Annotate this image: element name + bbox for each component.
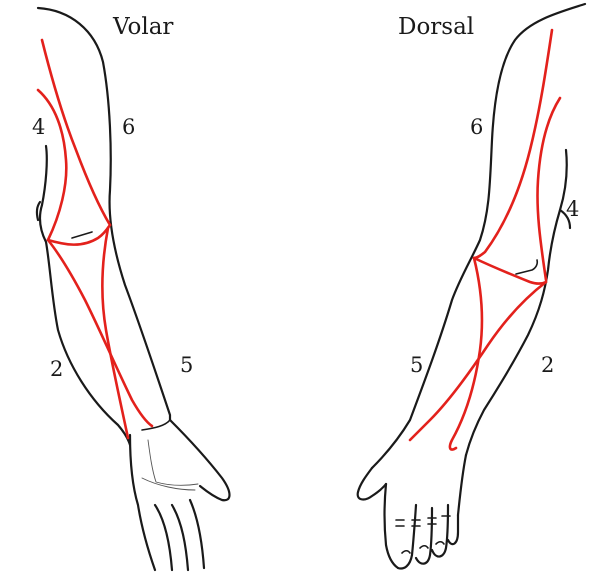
volar-boundary-upper-outer — [40, 38, 112, 227]
dorsal-view: Dorsal 6 4 5 2 — [356, 2, 587, 570]
dorsal-arm-outline — [356, 2, 587, 570]
dorsal-boundary-elbow — [472, 256, 548, 285]
dorsal-boundary-forearm-medial — [408, 280, 548, 442]
volar-outline-outer — [36, 6, 172, 422]
dorsal-hand-back — [383, 453, 468, 570]
volar-zone-6: 6 — [122, 115, 135, 139]
volar-palm-crease-2 — [147, 439, 199, 486]
volar-palm-crease-3 — [141, 477, 196, 491]
dorsal-zone-6: 6 — [470, 115, 483, 139]
volar-zone-5: 5 — [180, 353, 193, 377]
volar-title: Volar — [112, 14, 173, 40]
dorsal-outline-outer — [370, 2, 587, 470]
volar-elbow-notch — [35, 200, 42, 222]
volar-palm-crease-1 — [141, 419, 171, 431]
volar-boundary-upper-inner — [36, 88, 68, 242]
dorsal-zone-boundaries — [408, 28, 562, 451]
dorsal-elbow-notch — [558, 208, 572, 230]
volar-arm-outline — [35, 6, 231, 572]
dorsal-fingers — [396, 503, 460, 570]
dorsal-boundary-forearm-lateral — [448, 256, 484, 451]
dorsal-olecranon-mark — [515, 259, 539, 275]
volar-zone-boundaries — [36, 38, 154, 440]
dorsal-thumb — [356, 466, 388, 501]
volar-zone-2: 2 — [50, 357, 63, 381]
dorsal-knuckle-marks — [395, 515, 451, 527]
volar-outline-inner — [38, 144, 132, 447]
volar-boundary-elbow — [46, 223, 112, 246]
volar-cubital-mark — [71, 231, 93, 239]
volar-thumb — [168, 418, 231, 502]
volar-boundary-forearm-medial — [46, 238, 154, 428]
volar-boundary-forearm-lateral — [101, 226, 130, 440]
dorsal-title: Dorsal — [398, 14, 474, 40]
dorsal-zone-4: 4 — [566, 197, 579, 221]
dorsal-boundary-upper-outer — [472, 28, 554, 260]
volar-hand-palm — [128, 433, 157, 572]
volar-zone-4: 4 — [32, 115, 45, 139]
volar-fingers — [153, 498, 206, 572]
dorsal-boundary-upper-inner — [536, 96, 562, 282]
dorsal-nail-marks — [401, 540, 445, 554]
dorsal-outline-inner — [464, 148, 568, 457]
dorsal-zone-2: 2 — [541, 353, 554, 377]
dorsal-zone-5: 5 — [410, 353, 423, 377]
volar-view: Volar 4 6 2 5 — [32, 6, 231, 572]
